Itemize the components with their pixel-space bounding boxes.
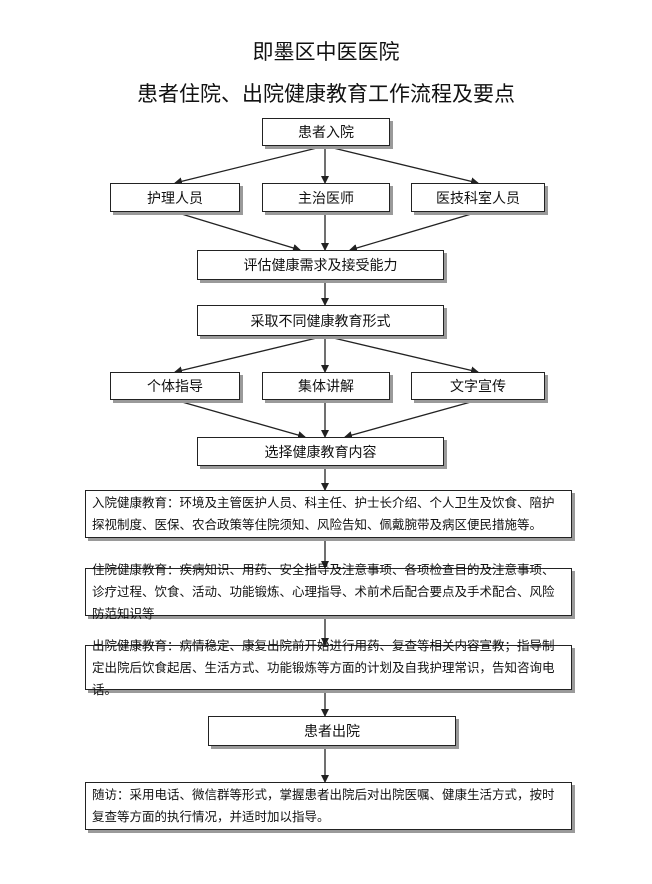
node-admission-education: 入院健康教育：环境及主管医护人员、科主任、护士长介绍、个人卫生及饮食、陪护探视制… — [85, 490, 572, 538]
node-label: 护理人员 — [147, 190, 203, 207]
node-individual: 个体指导 — [110, 372, 240, 400]
node-label: 医技科室人员 — [436, 190, 520, 207]
node-text: 出院健康教育：病情稳定、康复出院前开始进行用药、复查等相关内容宣教；指导制定出院… — [92, 637, 555, 697]
node-assess: 评估健康需求及接受能力 — [197, 250, 444, 280]
node-discharge: 患者出院 — [208, 716, 456, 746]
node-label: 文字宣传 — [450, 379, 506, 395]
arrow-forms-written — [324, 335, 479, 375]
node-nurse: 护理人员 — [110, 183, 240, 212]
node-label: 选择健康教育内容 — [264, 444, 377, 461]
node-label: 主治医师 — [298, 190, 354, 207]
node-text: 随访：采用电话、微信群等形式，掌握患者出院后对出院医嘱、健康生活方式，按时复查等… — [92, 787, 555, 824]
node-discharge-education: 出院健康教育：病情稳定、康复出院前开始进行用药、复查等相关内容宣教；指导制定出院… — [85, 638, 572, 697]
page-subtitle: 患者住院、出院健康教育工作流程及要点 — [137, 82, 515, 106]
arrow-written-select — [344, 399, 479, 439]
arrow-admission-nurse — [174, 145, 326, 186]
node-select: 选择健康教育内容 — [197, 437, 444, 466]
node-tech: 医技科室人员 — [411, 183, 545, 212]
arrow-nurse-assess — [174, 211, 301, 252]
node-label: 患者入院 — [298, 125, 354, 141]
arrow-individual-select — [174, 399, 306, 439]
node-forms: 采取不同健康教育形式 — [197, 305, 444, 336]
page-title: 即墨区中医医院 — [252, 40, 400, 64]
node-inpatient-education: 住院健康教育：疾病知识、用药、安全指导及注意事项、各项检查目的及注意事项、诊疗过… — [85, 562, 572, 621]
node-followup: 随访：采用电话、微信群等形式，掌握患者出院后对出院医嘱、健康生活方式，按时复查等… — [85, 782, 572, 830]
node-doctor: 主治医师 — [262, 183, 390, 212]
node-written: 文字宣传 — [411, 372, 545, 400]
node-label: 集体讲解 — [298, 379, 354, 395]
arrow-admission-tech — [324, 145, 479, 186]
node-group: 集体讲解 — [262, 372, 390, 400]
node-label: 个体指导 — [147, 379, 203, 395]
node-label: 采取不同健康教育形式 — [250, 313, 391, 330]
node-label: 评估健康需求及接受能力 — [243, 258, 398, 274]
node-label: 患者出院 — [304, 724, 360, 740]
node-text: 住院健康教育：疾病知识、用药、安全指导及注意事项、各项检查目的及注意事项、诊疗过… — [92, 562, 555, 621]
node-text: 入院健康教育：环境及主管医护人员、科主任、护士长介绍、个人卫生及饮食、陪护探视制… — [92, 495, 555, 532]
node-admission: 患者入院 — [262, 118, 390, 146]
arrow-forms-individual — [174, 335, 326, 375]
arrow-tech-assess — [349, 211, 479, 252]
